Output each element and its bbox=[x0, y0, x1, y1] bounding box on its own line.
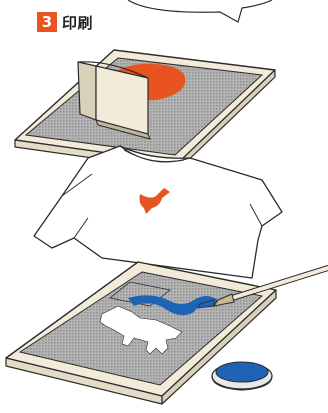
ink-dish bbox=[212, 362, 272, 390]
t-shirt bbox=[34, 146, 282, 278]
screen-frame-top bbox=[15, 50, 275, 170]
speech-bubble bbox=[128, 0, 272, 22]
